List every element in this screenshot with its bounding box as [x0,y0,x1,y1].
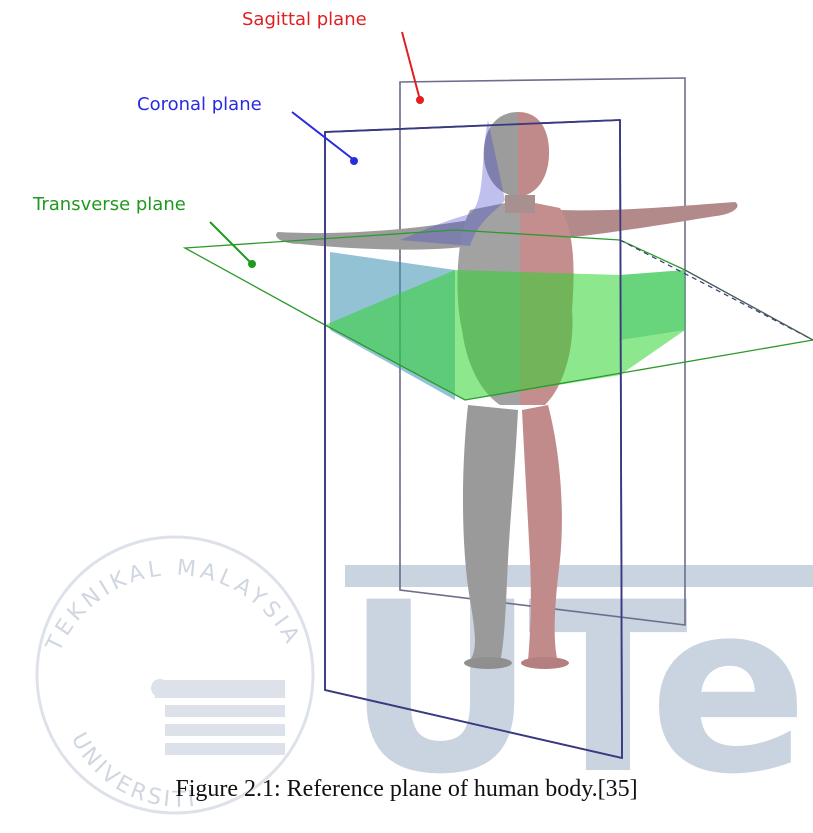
sagittal-plane-label: Sagittal plane [242,9,367,30]
sagittal-leader [402,32,424,104]
coronal-plane-label: Coronal plane [137,94,262,115]
transverse-plane-label: Transverse plane [33,194,186,215]
figure-caption: Figure 2.1: Reference plane of human bod… [0,776,813,803]
transverse-leader [210,222,256,268]
university-seal: TEKNIKAL MALAYSIA MELAKA UNIVERSITI [0,0,313,813]
